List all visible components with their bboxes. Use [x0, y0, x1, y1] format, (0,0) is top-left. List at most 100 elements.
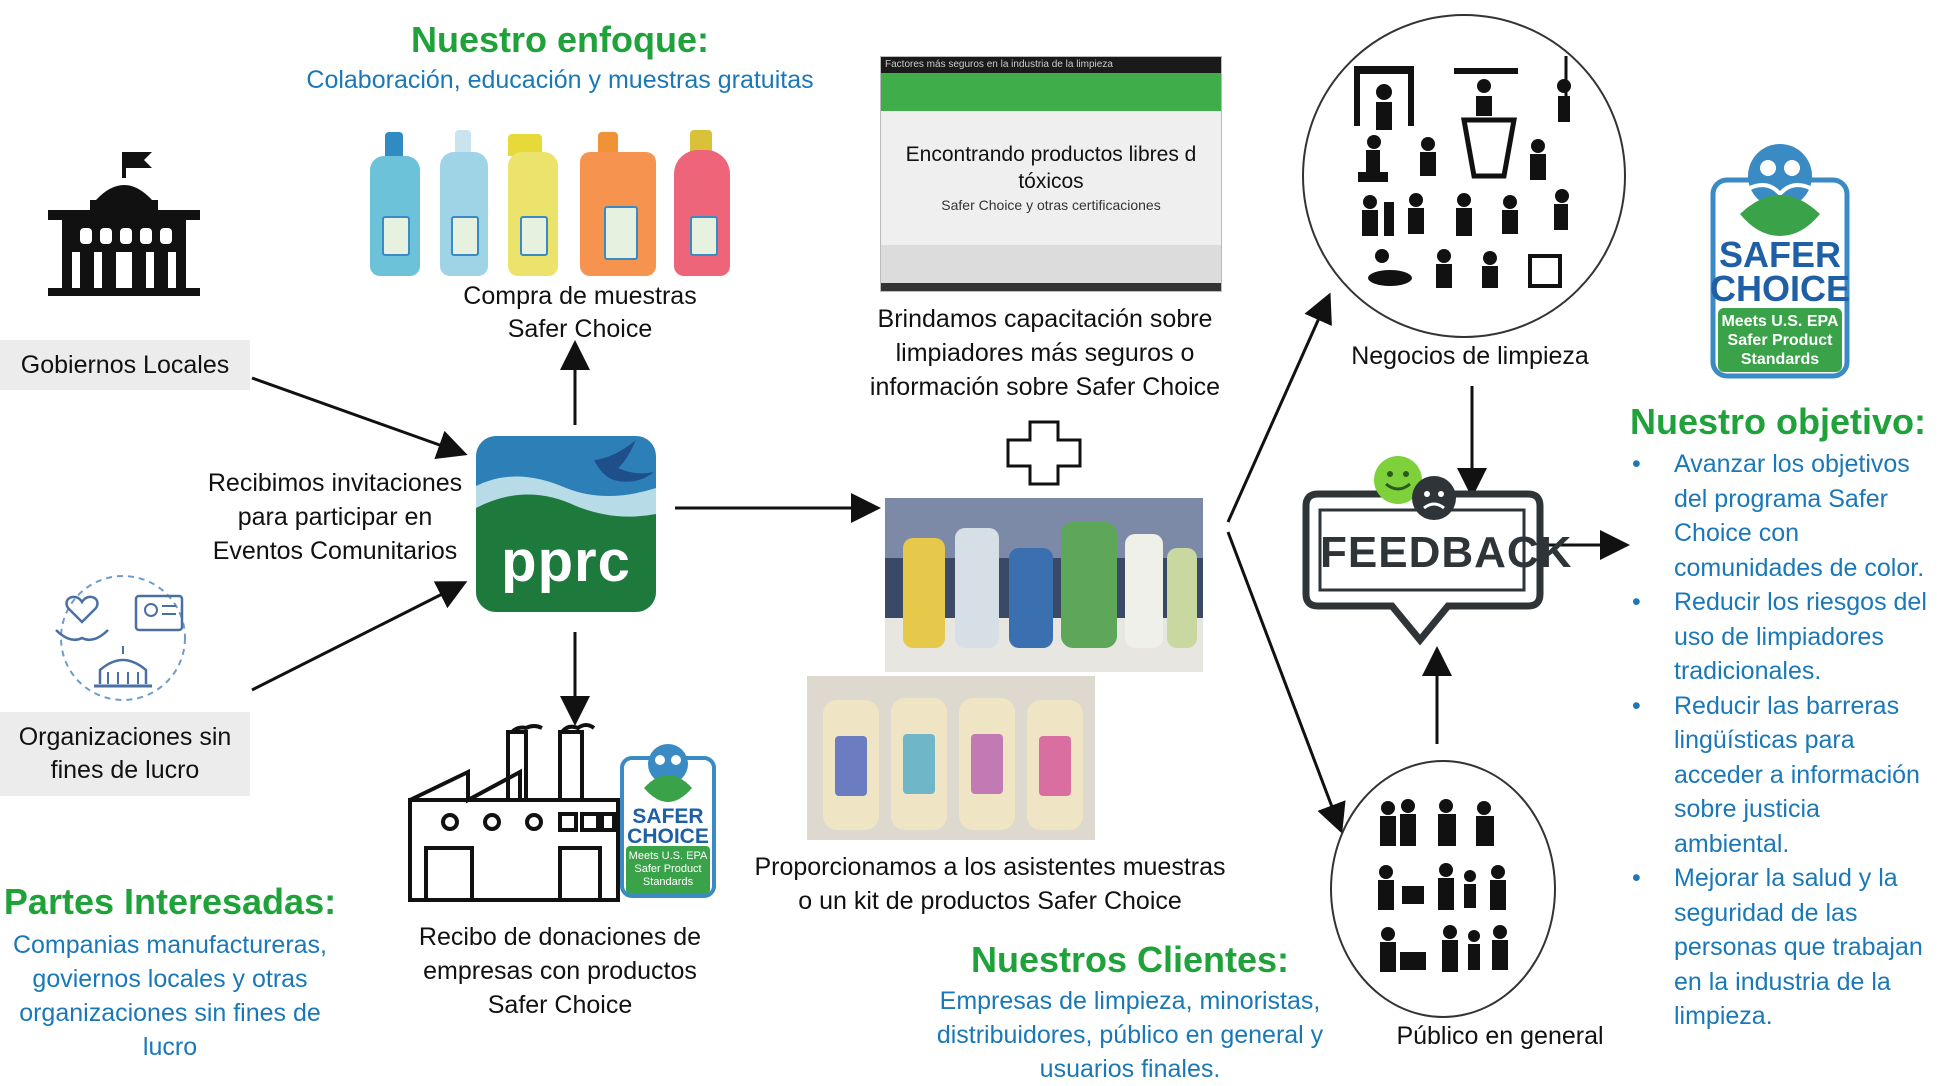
community-nonprofit-icon — [55, 575, 186, 701]
objective-item-line: Choice con — [1674, 519, 1800, 547]
donations-line1: Recibo de donaciones de — [418, 923, 702, 951]
objective-item-line: en la industria de la — [1674, 967, 1891, 996]
objective-item: • Reducir las barreras lingüísticas para ac… — [1626, 689, 1944, 862]
clients-line1: Empresas de limpieza, minoristas, — [939, 987, 1321, 1015]
video-subtitle: Safer Choice y otras certificaciones — [941, 197, 1161, 213]
invitations-line3: Eventos Comunitarios — [212, 537, 458, 565]
clients-heading: Nuestros Clientes: — [970, 939, 1290, 980]
objective-item-line: Reducir las barreras — [1674, 691, 1900, 720]
safer-choice-large-line2: CHOICE — [1710, 268, 1851, 309]
invitations-text: Recibimos invitaciones para participar e… — [190, 466, 480, 568]
event-table-photo — [885, 498, 1203, 672]
pprc-logo-text: pprc — [501, 529, 631, 594]
video-title-line2: tóxicos — [1018, 170, 1084, 193]
feedback-bubble — [1302, 456, 1544, 646]
donations-caption: Recibo de donaciones de empresas con pro… — [380, 920, 740, 1022]
objective-item: • Mejorar la salud y la seguridad de las pe… — [1626, 861, 1944, 1034]
video-top-bar-text: Factores más seguros en la industria de … — [885, 59, 1113, 70]
objective-item-line: del programa Safer — [1674, 484, 1889, 513]
safer-choice-logo-small: SAFER CHOICE Meets U.S. EPA Safer Produc… — [620, 738, 716, 898]
local-government-box: Gobiernos Locales — [0, 340, 250, 390]
clients-line2: distribuidores, público en general y — [936, 1021, 1324, 1049]
bullet-marker: • — [1632, 588, 1641, 616]
pprc-logo-graphic — [476, 436, 656, 612]
objective-item-line: limpieza. — [1674, 1002, 1773, 1030]
safer-choice-large-line1: SAFER — [1718, 234, 1841, 275]
training-caption: Brindamos capacitación sobre limpiadores… — [845, 302, 1245, 404]
nonprofits-box: Organizaciones sin fines de lucro — [0, 712, 250, 796]
cleaning-businesses-label: Negocios de limpieza — [1351, 342, 1589, 370]
clients-line3: usuarios finales. — [1039, 1055, 1221, 1083]
objective-items: • Avanzar los objetivos del programa Safer… — [1626, 447, 1944, 1034]
stakeholders-line3: organizaciones sin fines de — [19, 999, 321, 1027]
objective-item-line: ambiental. — [1674, 829, 1790, 858]
safer-choice-small-graphic — [620, 744, 716, 898]
stakeholders-heading: Partes Interesadas: — [3, 881, 337, 922]
general-public-circle — [1330, 760, 1556, 1018]
stakeholders-line2: goviernos locales y otras — [32, 965, 308, 993]
safer-choice-large-sub2: Safer Product — [1727, 332, 1833, 349]
kits-line1: Proporcionamos a los asistentes muestras — [754, 853, 1226, 881]
objective-item-line: lingüísticas para — [1674, 726, 1855, 754]
safer-choice-large-sub3: Standards — [1740, 351, 1820, 368]
cleaning-bottles-image — [360, 122, 760, 282]
invitations-line2: para participar en — [237, 503, 433, 531]
objective-item-line: Reducir los riesgos del — [1674, 588, 1927, 616]
cleaning-workers-icon — [1354, 56, 1571, 288]
objective-item-line: Avanzar los objetivos — [1674, 450, 1910, 478]
bullet-marker: • — [1632, 864, 1641, 892]
safer-choice-logo-large: SAFER CHOICE Meets U.S. EPA Safer Produc… — [1710, 140, 1850, 380]
cleaning-businesses-circle — [1302, 14, 1626, 338]
nonprofits-label-line1: Organizaciones sin — [18, 723, 232, 751]
purchase-line2: Safer Choice — [507, 315, 653, 343]
arrow-event-to-cleaning — [1226, 292, 1332, 523]
pprc-logo: pprc — [476, 436, 656, 612]
video-green-band — [881, 73, 1221, 111]
general-public-label: Público en general — [1396, 1022, 1604, 1050]
safer-choice-small-line2: CHOICE — [627, 825, 709, 848]
invitations-line1: Recibimos invitaciones — [207, 469, 463, 497]
factory-icon — [408, 723, 620, 902]
bullet-marker: • — [1632, 450, 1641, 478]
safer-choice-large-graphic — [1710, 144, 1850, 379]
clients-text: Empresas de limpieza, minoristas, distri… — [900, 984, 1360, 1086]
objective-item: • Avanzar los objetivos del programa Safer… — [1626, 447, 1944, 585]
arrow-event-to-public — [1226, 531, 1346, 834]
purchase-line1: Compra de muestras — [463, 282, 697, 310]
video-title-line1: Encontrando productos libres d — [905, 143, 1197, 166]
training-line3: información sobre Safer Choice — [869, 373, 1221, 401]
donations-line3: Safer Choice — [487, 991, 633, 1019]
safer-choice-small-sub2: Safer Product — [634, 863, 702, 875]
objective-item-line: Mejorar la salud y la — [1674, 864, 1898, 892]
training-video-thumbnail[interactable]: Factores más seguros en la industria de … — [880, 56, 1222, 292]
safer-choice-small-line1: SAFER — [632, 805, 704, 828]
objective-item-line: personas que trabajan — [1674, 933, 1923, 961]
nonprofits-label-line2: fines de lucro — [50, 756, 200, 784]
feedback-word: FEEDBACK — [1320, 528, 1573, 577]
safer-choice-large-sub1: Meets U.S. EPA — [1721, 313, 1839, 330]
kits-line2: o un kit de productos Safer Choice — [798, 887, 1182, 915]
government-building-icon — [48, 152, 200, 296]
arrow-nonprofit-to-pprc — [251, 581, 468, 692]
objective-item-line: uso de limpiadores — [1674, 622, 1884, 651]
training-line1: Brindamos capacitación sobre — [877, 305, 1213, 333]
product-kit-photo — [807, 676, 1095, 840]
video-top-bar: Factores más seguros en la industria de … — [881, 57, 1221, 73]
general-public-icon — [1378, 799, 1508, 972]
objective-item-line: seguridad de las — [1674, 898, 1858, 927]
bullet-marker: • — [1632, 691, 1641, 720]
safer-choice-small-sub3: Standards — [642, 876, 694, 888]
arrow-gov-to-pprc — [251, 376, 468, 460]
safer-choice-small-sub1: Meets U.S. EPA — [628, 850, 708, 862]
objective-item-line: acceder a información — [1674, 760, 1920, 789]
stakeholders-line1: Companias manufactureras, — [12, 931, 328, 959]
objective-item-line: comunidades de color. — [1674, 553, 1925, 582]
stakeholders-text: Companias manufactureras, goviernos loca… — [0, 928, 340, 1064]
training-line2: limpiadores más seguros o — [895, 339, 1195, 367]
stakeholders-line4: lucro — [142, 1033, 198, 1061]
objective-item: • Reducir los riesgos del uso de limpiador… — [1626, 585, 1944, 689]
approach-subtitle: Colaboración, educación y muestras gratu… — [306, 66, 814, 94]
objective-heading: Nuestro objetivo: — [1630, 401, 1927, 442]
plus-icon — [1006, 420, 1082, 486]
video-progress-bar[interactable] — [881, 283, 1221, 291]
